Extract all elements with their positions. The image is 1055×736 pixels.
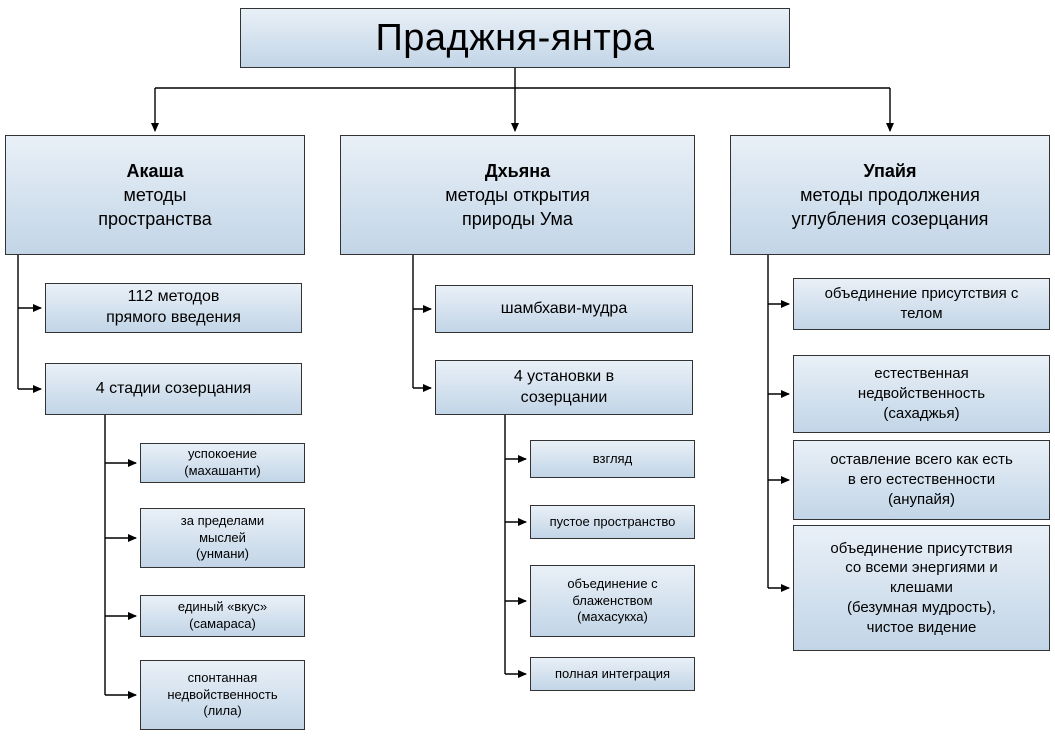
- branch-dhyana-subtitle: методы открытия природы Ума: [445, 184, 590, 230]
- node-dhyana-4-attitudes: 4 установки в созерцании: [435, 360, 693, 415]
- branch-akasha: Акаша методы пространства: [5, 135, 305, 255]
- node-akasha-4-stages: 4 стадии созерцания: [45, 363, 302, 415]
- node-stage-calm: успокоение (махашанти): [140, 443, 305, 483]
- node-upaya-sahajya: естественная недвойственность (сахаджья): [793, 355, 1050, 433]
- branch-upaya-name: Упайя: [863, 160, 917, 181]
- branch-akasha-name: Акаша: [126, 160, 184, 181]
- node-akasha-112-methods: 112 методов прямого введения: [45, 283, 302, 333]
- node-upaya-body: объединение присутствия с телом: [793, 278, 1050, 330]
- node-dhyana-shambhavi: шамбхави-мудра: [435, 285, 693, 333]
- node-attitude-empty-space: пустое пространство: [530, 505, 695, 539]
- branch-dhyana: Дхьяна методы открытия природы Ума: [340, 135, 695, 255]
- branch-akasha-subtitle: методы пространства: [98, 184, 212, 230]
- node-upaya-energies: объединение присутствия со всеми энергия…: [793, 525, 1050, 651]
- branch-upaya-subtitle: методы продолжения углубления созерцания: [791, 184, 989, 230]
- node-upaya-anupaya: оставление всего как есть в его естестве…: [793, 440, 1050, 520]
- branch-dhyana-name: Дхьяна: [484, 160, 551, 181]
- branch-upaya: Упайя методы продолжения углубления созе…: [730, 135, 1050, 255]
- node-attitude-bliss: объединение с блаженством (махасукха): [530, 565, 695, 637]
- node-attitude-integration: полная интеграция: [530, 657, 695, 691]
- node-stage-single-taste: единый «вкус» (самараса): [140, 595, 305, 637]
- title-box: Праджня-янтра: [240, 8, 790, 68]
- node-stage-beyond-thoughts: за пределами мыслей (унмани): [140, 508, 305, 568]
- node-attitude-gaze: взгляд: [530, 440, 695, 478]
- node-stage-spontaneous: спонтанная недвойственность (лила): [140, 660, 305, 730]
